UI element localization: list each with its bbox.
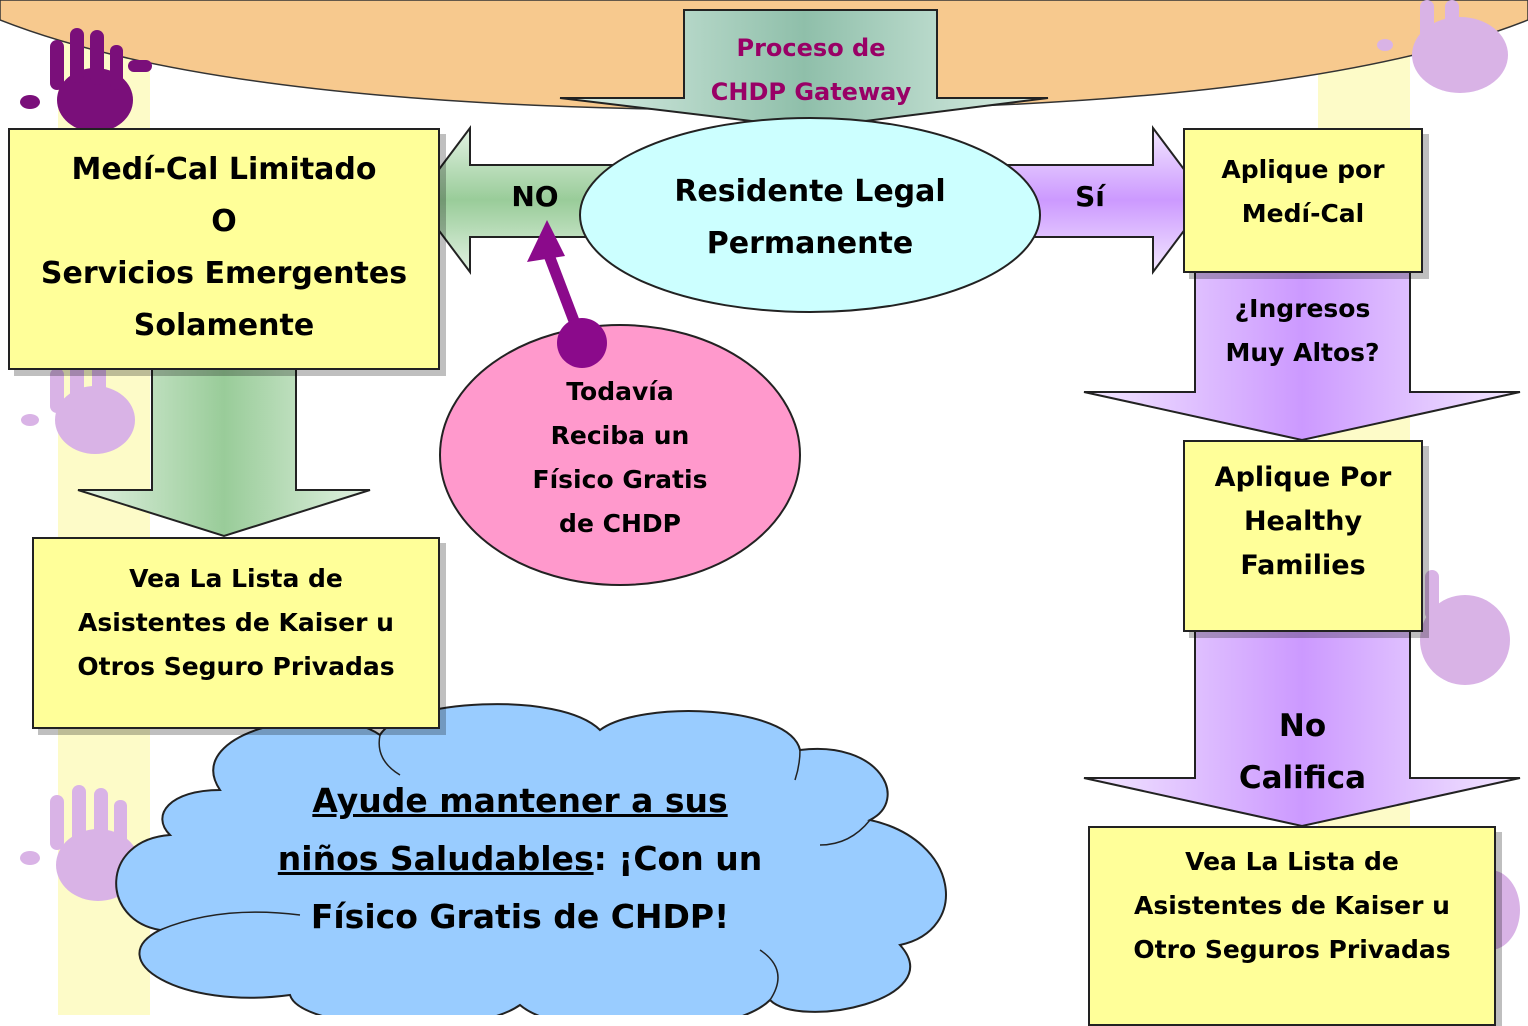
hand-print-icon [1377,0,1508,93]
kaiser-right-line1: Vea La Lista de [1185,847,1399,876]
healthy-families-line1: Aplique Por [1214,462,1392,493]
kaiser-right-line3: Otro Seguros Privadas [1133,935,1451,964]
apply-medical-line1: Aplique por [1221,155,1385,184]
income-line2: Muy Altos? [1225,338,1380,367]
left-down-arrow [77,359,371,538]
pink-note-circle [439,324,801,586]
no-label: NO [511,180,559,213]
cloud-line2-rest: : ¡Con un [593,839,763,878]
pointer-dot [557,318,607,368]
pink-note-line4: de CHDP [559,509,681,538]
kaiser-left-line1: Vea La Lista de [129,564,343,593]
cloud-line2: niños Saludables: ¡Con un [220,830,820,888]
residente-line2: Permanente [706,226,914,261]
hand-print-icon [21,360,135,454]
income-arrow [1083,271,1521,442]
gateway-label: Proceso de CHDP Gateway [686,26,936,114]
limited-medical-line3: Servicios Emergentes [40,256,408,291]
hand-print-icon [20,28,152,132]
healthy-families-line3: Families [1240,550,1366,581]
si-label: Sí [1075,180,1105,213]
cloud-inner-curve [159,911,301,931]
gateway-line1: Proceso de [736,34,886,62]
apply-medical-box: Aplique por Medí-Cal [1183,128,1423,273]
cloud-inner-curve [794,749,801,781]
limited-medical-box: Medí-Cal Limitado O Servicios Emergentes… [8,128,440,370]
cloud-shape [115,703,947,1015]
healthy-families-line2: Healthy [1243,506,1363,537]
cloud-line3: Físico Gratis de CHDP! [310,897,730,936]
limited-medical-line1: Medí-Cal Limitado [71,152,377,187]
cloud-inner-curve [759,949,779,1001]
apply-medical-line2: Medí-Cal [1241,199,1365,228]
cloud-message: Ayude mantener a sus niños Saludables: ¡… [220,772,820,946]
cloud-line1: Ayude mantener a sus [312,781,728,820]
residente-label: Residente Legal Permanente [610,166,1010,270]
cloud-line2-underlined: niños Saludables [277,839,594,878]
income-line1: ¿Ingresos [1234,294,1371,323]
pink-note-line2: Reciba un [550,421,690,450]
no-califica-arrow [1083,629,1521,828]
cloud-inner-curve [378,734,401,776]
no-califica-line2: Califica [1238,760,1367,796]
cloud-inner-curve [819,819,871,846]
kaiser-list-box-left: Vea La Lista de Asistentes de Kaiser u O… [32,537,440,729]
no-califica-label: No Califica [1195,700,1410,804]
pink-note-line1: Todavía [566,377,674,406]
healthy-families-box: Aplique Por Healthy Families [1183,440,1423,632]
pink-note-label: Todavía Reciba un Físico Gratis de CHDP [500,370,740,546]
kaiser-list-box-right: Vea La Lista de Asistentes de Kaiser u O… [1088,826,1496,1026]
gateway-arrow [559,9,1049,130]
limited-medical-line2: O [211,204,237,239]
limited-medical-line4: Solamente [133,308,315,343]
residente-oval [579,117,1041,313]
kaiser-left-line2: Asistentes de Kaiser u [78,608,394,637]
pointer-arrowhead [527,220,565,262]
pink-note-line3: Físico Gratis [532,465,708,494]
gateway-line2: CHDP Gateway [710,78,912,106]
income-label: ¿Ingresos Muy Altos? [1195,287,1410,375]
kaiser-left-line3: Otros Seguro Privadas [77,652,395,681]
no-califica-line1: No [1278,708,1327,744]
residente-line1: Residente Legal [674,174,946,209]
kaiser-right-line2: Asistentes de Kaiser u [1134,891,1450,920]
